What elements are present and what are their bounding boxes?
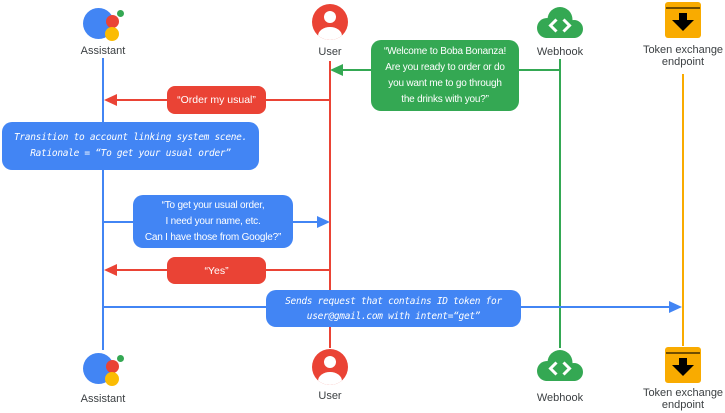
- webhook-cloud-icon: [537, 7, 583, 38]
- user-head-shape: [324, 356, 336, 368]
- box-lid-seam: [666, 352, 700, 354]
- assistant-icon: [83, 7, 125, 41]
- assistant-logo-red-dot: [106, 360, 119, 373]
- assistant-logo-red-dot: [106, 15, 119, 28]
- yes-bubble: “Yes”: [167, 257, 266, 284]
- user-icon: [312, 4, 348, 40]
- down-arrow-icon: [679, 358, 687, 366]
- assistant-label-top: Assistant: [80, 45, 126, 57]
- webhook-cloud-icon: [537, 350, 583, 381]
- transition-note: Transition to account linking system sce…: [2, 122, 259, 170]
- arrow-head-right-icon: [317, 216, 330, 228]
- token-endpoint-lifeline: [682, 74, 684, 346]
- sends-request-bubble: Sends request that contains ID token for…: [266, 290, 521, 327]
- token-endpoint-label-top: Token exchange endpoint: [642, 44, 724, 68]
- token-endpoint-icon: [665, 347, 701, 383]
- user-label-top: User: [318, 46, 342, 58]
- token-endpoint-icon: [665, 2, 701, 38]
- user-body-shape: [318, 372, 342, 385]
- box-lid-seam: [666, 7, 700, 9]
- arrow-head-left-icon: [330, 64, 343, 76]
- user-label-bottom: User: [318, 390, 342, 402]
- webhook-lifeline: [559, 59, 561, 348]
- assistant-lifeline: [102, 58, 104, 350]
- get-order-bubble: “To get your usual order, I need your na…: [133, 195, 293, 248]
- assistant-label-bottom: Assistant: [80, 393, 126, 405]
- user-head-shape: [324, 11, 336, 23]
- order-usual-bubble: “Order my usual”: [167, 86, 266, 114]
- user-body-shape: [318, 27, 342, 40]
- webhook-label-top: Webhook: [536, 46, 584, 58]
- assistant-logo-green-dot: [117, 355, 124, 362]
- webhook-label-bottom: Webhook: [536, 392, 584, 404]
- arrow-head-left-icon: [104, 264, 117, 276]
- down-arrow-icon: [679, 13, 687, 21]
- down-arrow-tip-icon: [672, 20, 694, 31]
- token-endpoint-label-bottom: Token exchange endpoint: [642, 387, 724, 411]
- assistant-logo-yellow-dot: [105, 27, 119, 41]
- assistant-icon: [83, 352, 125, 386]
- arrow-head-left-icon: [104, 94, 117, 106]
- user-icon: [312, 349, 348, 385]
- arrow-head-right-icon: [669, 301, 682, 313]
- user-lifeline: [329, 61, 331, 348]
- welcome-bubble: “Welcome to Boba Bonanza! Are you ready …: [371, 40, 519, 111]
- assistant-logo-green-dot: [117, 10, 124, 17]
- assistant-logo-yellow-dot: [105, 372, 119, 386]
- down-arrow-tip-icon: [672, 365, 694, 376]
